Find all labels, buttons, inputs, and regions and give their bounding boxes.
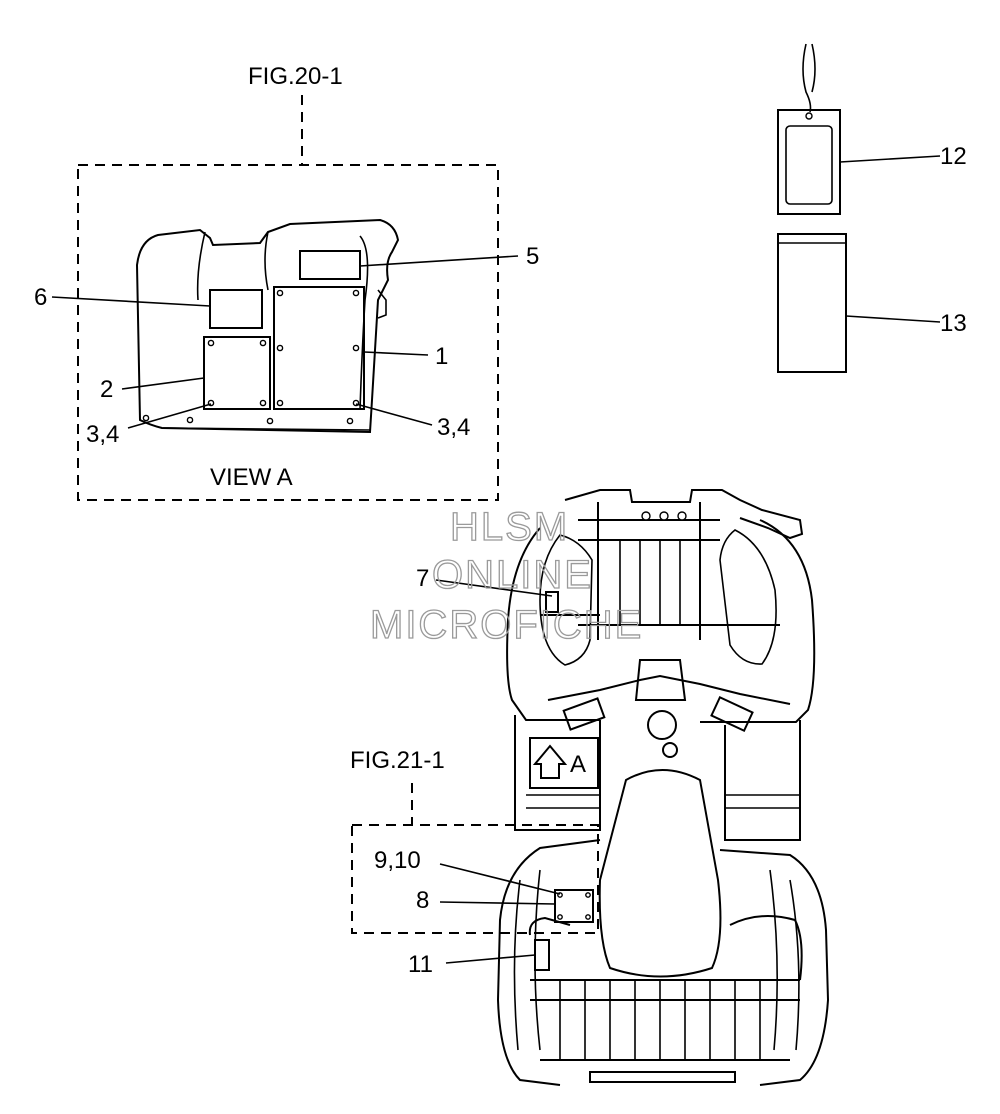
fig-21-1-label: FIG.21-1: [350, 747, 445, 774]
left-front-fender: [506, 527, 600, 721]
right-front-wheel: [719, 529, 777, 665]
rear-bumper: [589, 1071, 736, 1083]
fuel-cap: [647, 710, 677, 740]
plate-1: [273, 286, 365, 410]
callout-8: 8: [416, 887, 429, 914]
headlight-pod: [634, 659, 687, 701]
rear-rack-slats: [559, 980, 761, 1060]
tag-12: 12: [777, 43, 967, 215]
left-rear-fender: [496, 839, 601, 1086]
watermark-line-2: ONLINE: [432, 553, 593, 597]
right-front-fender: [700, 519, 816, 723]
rear-rack-handles: [528, 915, 803, 981]
leader-11: [445, 954, 536, 964]
leader-5: [359, 255, 519, 267]
callout-9-10: 9,10: [374, 847, 421, 874]
leader-7: [435, 579, 553, 597]
callout-7: 7: [416, 565, 429, 592]
fig-21-1-frame: [351, 824, 599, 934]
front-rack-slats: [619, 540, 681, 625]
left-grip-control: [562, 697, 606, 731]
seat: [598, 769, 722, 978]
rear-rack-bars: [530, 979, 800, 1061]
callout-12: 12: [940, 143, 967, 170]
right-grip-control: [710, 696, 754, 732]
fig-21-1-detail: FIG.21-1: [350, 747, 599, 934]
handlebar: [547, 674, 791, 705]
left-front-wheel: [539, 534, 593, 666]
tag-window: [785, 125, 833, 205]
bag-13: 13: [777, 233, 967, 373]
watermark: HLSM ONLINE MICROFICHE: [369, 504, 643, 647]
plate-8: [554, 889, 594, 923]
leader-1: [363, 351, 429, 356]
leader-6: [51, 296, 211, 307]
leader-3-4-right: [355, 403, 433, 426]
plate-2: [203, 336, 271, 410]
view-a-frame: [77, 164, 499, 501]
label-5-plate: [299, 250, 361, 280]
callout-11: 11: [408, 951, 433, 978]
view-a-label: VIEW A: [210, 464, 293, 491]
atv-top-view: A: [496, 489, 830, 1086]
callout-5: 5: [526, 243, 539, 270]
label-11: [534, 939, 550, 971]
leader-9-10: [439, 863, 561, 895]
watermark-line-3: MICROFICHE: [370, 603, 643, 647]
fig-20-1-label: FIG.20-1: [248, 63, 343, 90]
watermark-line-1: HLSM: [450, 505, 569, 549]
callout-13: 13: [940, 310, 967, 337]
leader-2: [121, 377, 205, 390]
bag-body: [777, 233, 847, 373]
view-a-detail: FIG.20-1 6 5 1 2 3,4: [34, 63, 539, 501]
callout-2: 2: [100, 376, 113, 403]
leader-3-4-left: [127, 403, 212, 429]
left-side-panel: [514, 715, 601, 831]
indicator: [662, 742, 678, 758]
rear-fender-contours: [513, 869, 800, 1051]
right-rear-fender: [719, 849, 830, 1086]
callout-1: 1: [435, 343, 448, 370]
up-arrow-icon: [532, 744, 568, 779]
arrow-a-label: A: [570, 751, 586, 778]
label-7: [545, 591, 559, 613]
callout-3-4-right: 3,4: [437, 414, 470, 441]
front-rack-rails: [597, 502, 701, 640]
fender-clip: [377, 289, 387, 319]
view-a-arrow-box: [529, 737, 599, 789]
leader-12: [839, 155, 941, 163]
fender-panel: [135, 218, 400, 434]
fender-ridges: [196, 231, 269, 301]
right-side-panel: [724, 720, 801, 841]
callout-6: 6: [34, 284, 47, 311]
leader-8: [439, 901, 556, 905]
callout-3-4-left: 3,4: [86, 421, 119, 448]
fender-bottom: [162, 427, 371, 431]
front-bumper: [564, 489, 804, 540]
tag-string: [802, 43, 816, 113]
leader-13: [845, 315, 941, 323]
front-rack-bars: [540, 519, 780, 626]
label-6-plate: [209, 289, 263, 329]
